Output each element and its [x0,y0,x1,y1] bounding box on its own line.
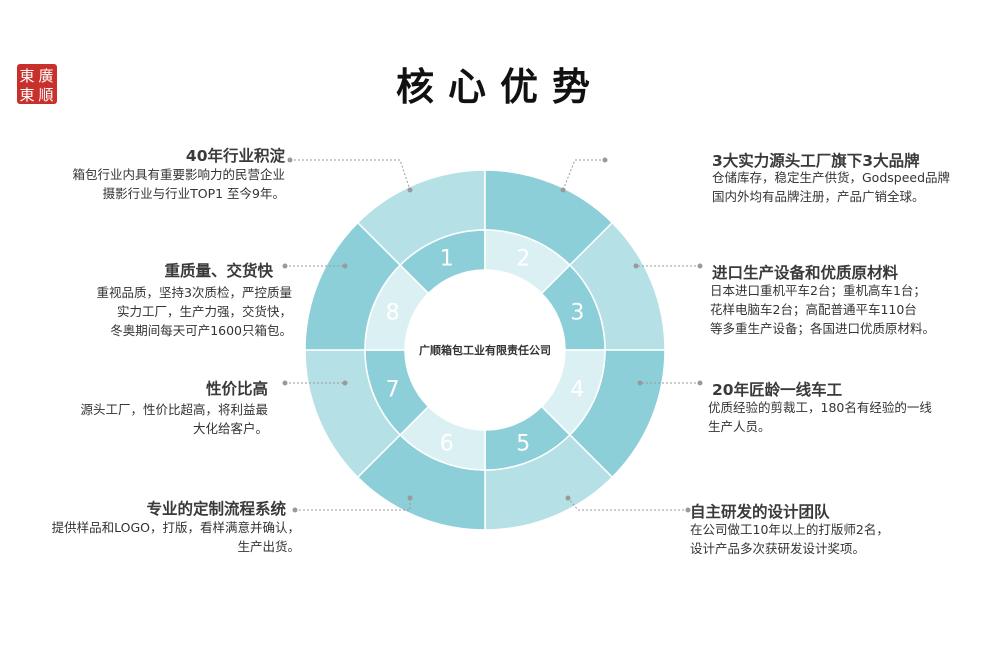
advantage-desc-line: 生产人员。 [708,419,771,434]
advantage-desc-6: 优质经验的剪裁工，180名有经验的一线 生产人员。 [708,398,932,436]
advantage-desc-line: 国内外均有品牌注册，产品广销全球。 [712,189,925,204]
svg-text:東: 東 [19,86,34,104]
advantage-desc-4: 日本进口重机平车2台；重机高车1台； 花样电脑车2台；高配普通平车110台 等多… [710,281,935,338]
advantage-desc-line: 箱包行业内具有重要影响力的民营企业 [72,167,285,182]
advantage-desc-line: 日本进口重机平车2台；重机高车1台； [710,283,926,298]
leader-dot [407,495,413,501]
leader-dot [342,263,348,269]
segment-number: 4 [570,377,584,402]
svg-text:順: 順 [38,86,53,104]
segment-number: 3 [570,301,584,326]
advantage-title-4: 进口生产设备和优质原材料 [712,264,899,282]
leader-dot [282,380,288,386]
leader-dot [560,187,566,193]
segment-number: 7 [386,377,400,402]
segment-number: 2 [516,247,530,272]
advantage-desc-3: 重视品质，坚持3次质检，严控质量 实力工厂，生产力强，交货快， 冬奥期间每天可产… [97,283,292,340]
leader-dot [565,495,571,501]
leader-dot [282,263,288,269]
leader-dot [637,380,643,386]
advantage-title-6: 20年匠龄一线车工 [712,381,843,399]
leader-dot [407,187,413,193]
advantage-desc-line: 仓储库存，稳定生产供货，Godspeed品牌 [712,170,951,185]
leader-line [567,497,688,511]
advantage-desc-line: 大化给客户。 [192,421,268,436]
leader-dot [292,507,298,513]
advantage-desc-line: 重视品质，坚持3次质检，严控质量 [96,285,292,300]
inner-ring-segment [364,264,430,351]
advantage-desc-line: 摄影行业与行业TOP1 至今9年。 [102,186,285,201]
page-title: 核心优势 [395,65,604,109]
advantage-title-3: 重质量、交货快 [164,262,273,280]
leader-dot [633,263,639,269]
leader-dot [697,263,703,269]
svg-text:東: 東 [19,67,34,85]
advantage-desc-line: 源头工厂，性价比超高，将利益最 [80,402,268,417]
advantage-desc-line: 冬奥期间每天可产1600只箱包。 [110,323,292,338]
advantage-desc-line: 在公司做工10年以上的打版师2名， [690,522,889,537]
center-circle [406,271,564,429]
svg-text:廣: 廣 [38,67,53,85]
advantage-desc-line: 优质经验的剪裁工，180名有经验的一线 [708,400,932,415]
leader-dot [697,380,703,386]
advantage-desc-5: 源头工厂，性价比超高，将利益最 大化给客户。 [80,400,268,438]
segment-number: 1 [440,247,454,272]
advantage-desc-line: 设计产品多次获研发设计奖项。 [690,541,866,556]
advantage-title-7: 专业的定制流程系统 [146,500,286,518]
segment-number: 6 [440,431,454,456]
advantage-desc-line: 花样电脑车2台；高配普通平车110台 [710,302,917,317]
advantage-desc-line: 生产出货。 [237,539,300,554]
segment-number: 8 [386,301,400,326]
advantage-desc-7: 提供样品和LOGO，打版，看样满意并确认， 生产出货。 [52,518,300,556]
advantage-desc-line: 等多重生产设备；各国进口优质原材料。 [710,321,936,336]
advantage-desc-1: 箱包行业内具有重要影响力的民营企业 摄影行业与行业TOP1 至今9年。 [72,165,285,203]
advantage-title-1: 40年行业积淀 [185,147,285,165]
seal-stamp: 廣 東 順 東 [17,64,57,104]
leader-line [562,159,605,191]
center-label: 广顺箱包工业有限责任公司 [419,343,551,357]
leader-dot [685,507,691,513]
advantage-desc-2: 仓储库存，稳定生产供货，Godspeed品牌 国内外均有品牌注册，产品广销全球。 [712,168,950,206]
leader-dot [287,157,293,163]
leader-line [290,159,411,191]
advantage-desc-line: 实力工厂，生产力强，交货快， [116,304,292,319]
segment-number: 5 [516,431,530,456]
leader-dot [602,157,608,163]
advantage-desc-line: 提供样品和LOGO，打版，看样满意并确认， [51,520,300,535]
advantage-title-2: 3大实力源头工厂旗下3大品牌 [712,152,920,170]
leader-dot [342,380,348,386]
advantage-desc-8: 在公司做工10年以上的打版师2名， 设计产品多次获研发设计奖项。 [690,520,889,558]
advantage-title-5: 性价比高 [205,380,268,398]
advantage-title-8: 自主研发的设计团队 [690,503,830,521]
